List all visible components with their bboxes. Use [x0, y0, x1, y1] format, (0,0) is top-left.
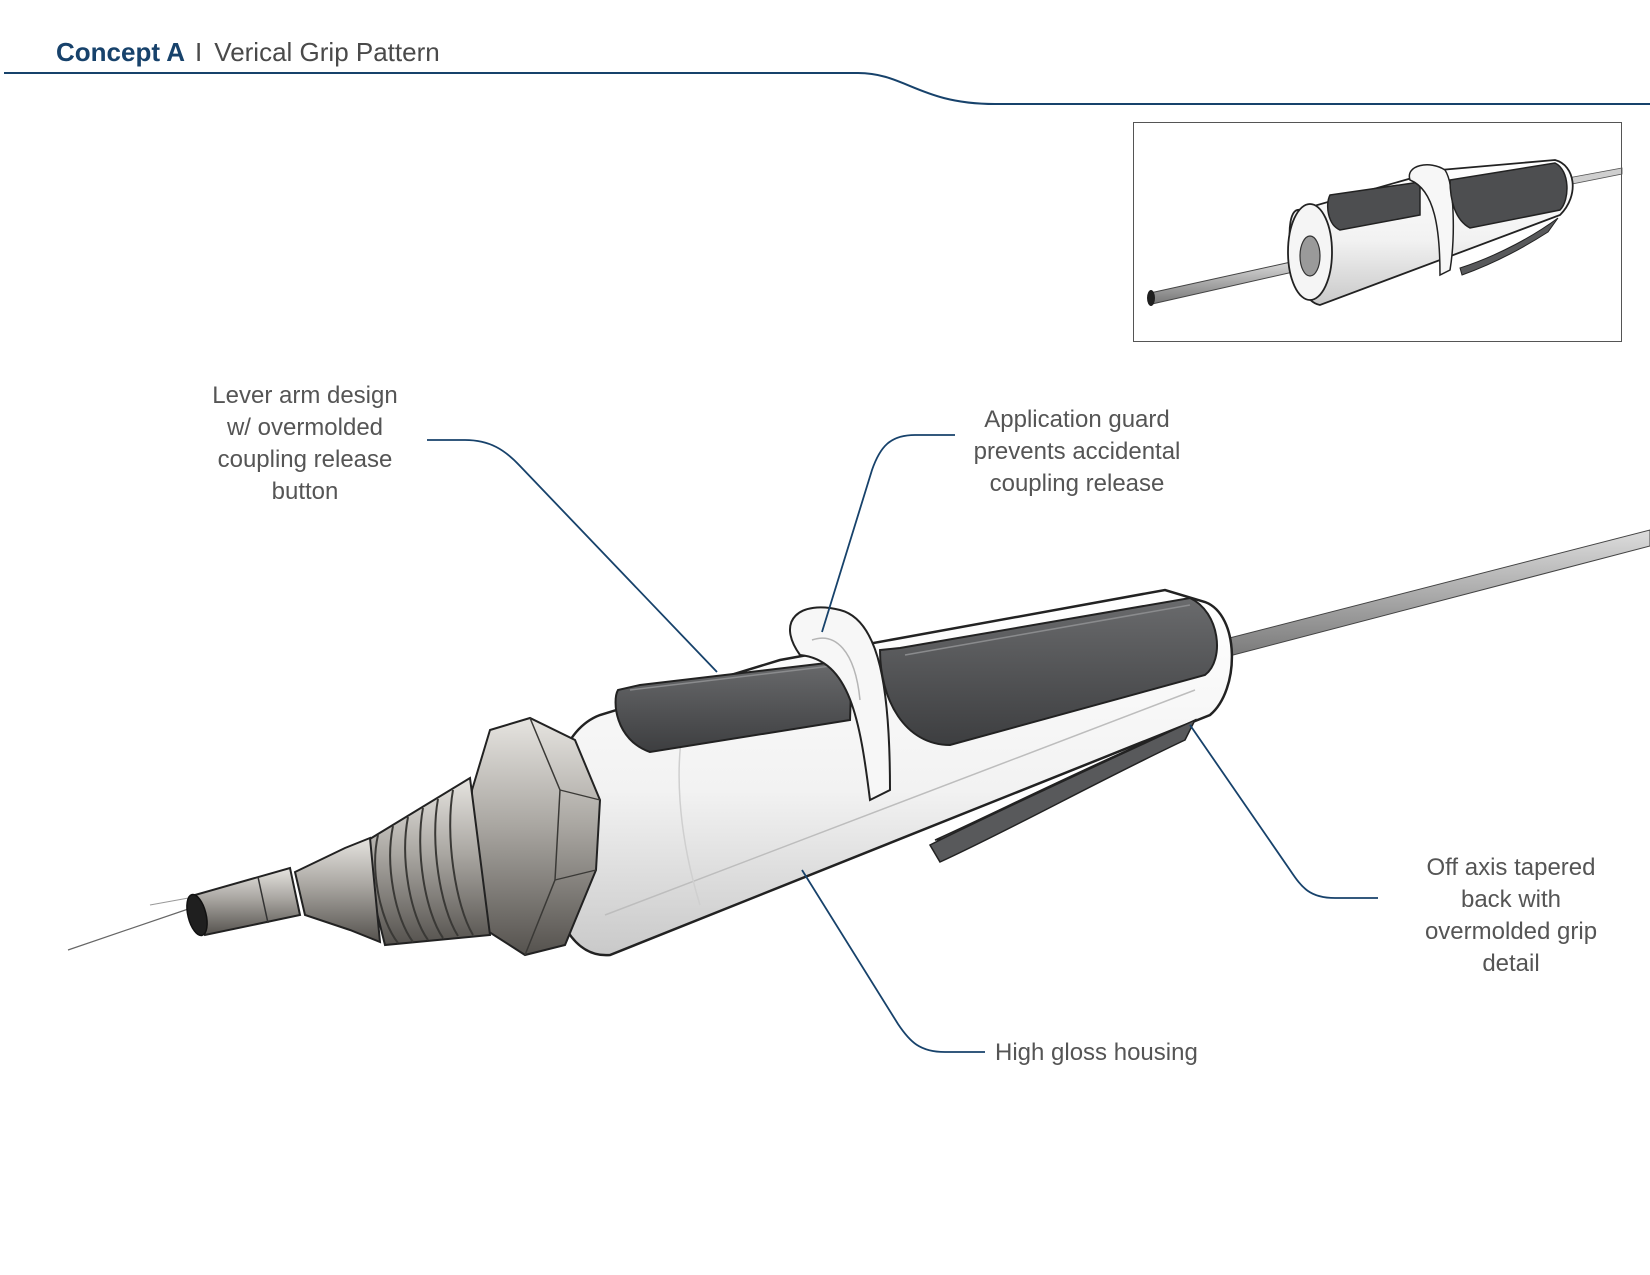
application-guard	[789, 606, 892, 802]
callout-line: button	[271, 478, 339, 505]
concept-label: Concept A	[56, 37, 186, 67]
header-separator: I	[195, 37, 203, 67]
callout-line: w/ overmolded	[226, 414, 384, 441]
rear-grip-top	[878, 596, 1218, 747]
page-header: Concept A I Verical Grip Pattern	[56, 34, 440, 70]
leader-gloss	[801, 869, 985, 1053]
callout-lever-arm: Lever arm design w/ overmolded coupling …	[193, 380, 417, 508]
callout-line: prevents accidental	[973, 438, 1181, 465]
header-divider	[4, 72, 1650, 105]
inset-view-frame	[1133, 122, 1622, 342]
leader-taper	[1189, 724, 1378, 899]
leader-guard	[821, 434, 955, 633]
conical-adapter	[293, 836, 382, 944]
tip-face	[186, 893, 208, 937]
callout-high-gloss: High gloss housing	[995, 1037, 1235, 1069]
callout-line: coupling release	[217, 446, 393, 473]
inset-device	[1147, 159, 1623, 306]
callout-line: detail	[1482, 950, 1540, 977]
leader-lever	[427, 439, 718, 673]
threaded-coupling	[358, 776, 492, 947]
callout-line: overmolded grip	[1424, 918, 1598, 945]
luer-tip	[193, 866, 302, 937]
needle-shaft	[1209, 529, 1650, 661]
callout-line: Lever arm design	[212, 382, 398, 409]
callout-line: coupling release	[989, 470, 1165, 497]
callout-application-guard: Application guard prevents accidental co…	[955, 404, 1199, 500]
callout-line: Application guard	[984, 406, 1170, 433]
page-subtitle: Verical Grip Pattern	[214, 37, 440, 67]
callout-off-axis-taper: Off axis tapered back with overmolded gr…	[1400, 852, 1622, 980]
callout-line: back with	[1460, 886, 1562, 913]
callout-line: High gloss housing	[995, 1039, 1198, 1066]
main-device	[67, 529, 1650, 957]
callout-line: Off axis tapered	[1426, 854, 1596, 881]
